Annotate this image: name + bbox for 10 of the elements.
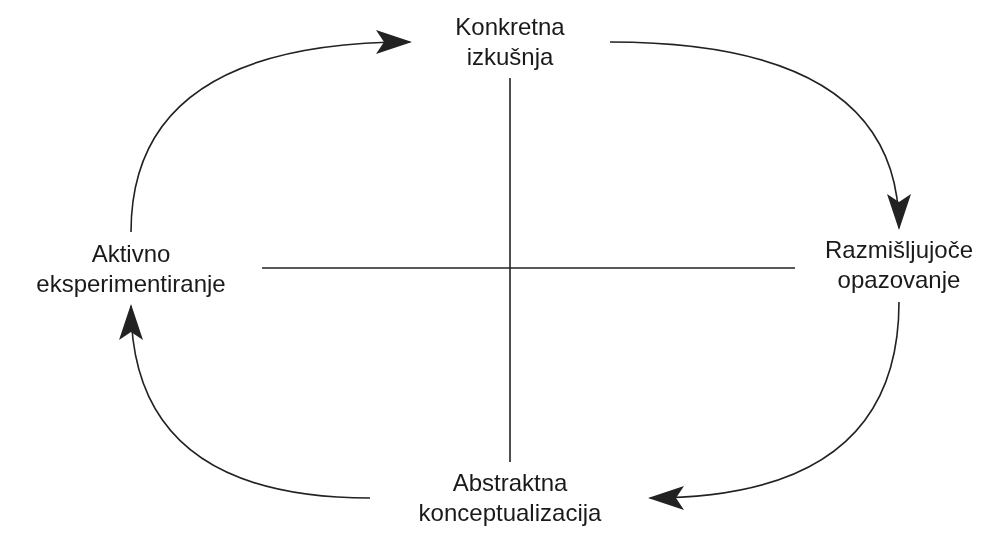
curved-arrow xyxy=(609,41,909,230)
axis-line xyxy=(509,77,511,463)
curved-arrow xyxy=(648,301,900,509)
axis-line xyxy=(261,267,796,269)
stage-label: Konkretna izkušnja xyxy=(454,12,566,72)
stage-label: Abstraktna konceptualizacija xyxy=(417,468,603,528)
curved-arrow xyxy=(120,304,371,499)
stage-label: Razmišljujoče opazovanje xyxy=(823,235,974,295)
curved-arrow xyxy=(130,31,412,233)
stage-label: Aktivno eksperimentiranje xyxy=(35,239,227,299)
